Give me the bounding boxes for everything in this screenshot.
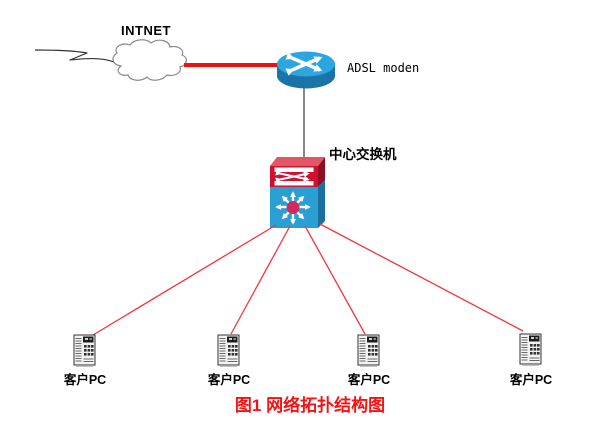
adsl-modem-label: ADSL moden (347, 61, 420, 75)
pc3-tower-icon (357, 334, 380, 368)
internet-label: INTNET (121, 23, 171, 38)
pc4-label: 客户PC (509, 373, 553, 387)
adsl-modem-router-icon (277, 51, 335, 89)
link-switch-pc1 (92, 224, 277, 336)
core-switch-icon (270, 157, 325, 228)
pc1-label: 客户PC (63, 373, 107, 387)
internet-cloud-icon (112, 39, 187, 81)
pc1-tower-icon (73, 334, 96, 368)
link-switch-pc3 (304, 225, 366, 335)
pc2-label: 客户PC (207, 373, 251, 387)
link-switch-pc2 (230, 225, 291, 335)
wan-squiggle-line (34, 49, 115, 63)
figure-caption: 图1 网络拓扑结构图 (234, 396, 386, 415)
pc2-tower-icon (217, 334, 240, 368)
link-switch-pc4 (319, 223, 524, 332)
pc3-label: 客户PC (347, 373, 391, 387)
pc4-tower-icon (519, 333, 542, 367)
core-switch-label: 中心交换机 (329, 147, 397, 162)
